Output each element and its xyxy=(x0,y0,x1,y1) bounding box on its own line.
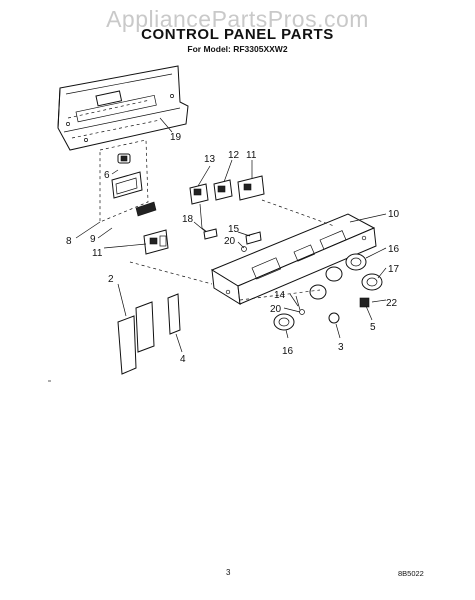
small-components xyxy=(203,228,262,252)
callout-4: 4 xyxy=(180,354,186,365)
callout-11-left: 11 xyxy=(92,248,103,259)
callout-22: 22 xyxy=(386,298,398,309)
part-callouts: 19 6 8 9 11 13 12 11 10 18 15 20 16 17 2… xyxy=(66,132,400,365)
callout-11-upper: 11 xyxy=(246,150,257,161)
page-title: CONTROL PANEL PARTS xyxy=(141,26,334,43)
callout-16-lower: 16 xyxy=(282,346,294,357)
document-code: 8B5022 xyxy=(398,569,424,578)
callout-6: 6 xyxy=(104,170,110,181)
backguard-panel xyxy=(57,65,189,151)
knobs-right xyxy=(309,253,383,308)
callout-10: 10 xyxy=(388,209,400,220)
end-caps xyxy=(117,293,181,375)
callout-9: 9 xyxy=(90,234,96,245)
callout-17: 17 xyxy=(388,264,400,275)
model-subtitle: For Model: RF3305XXW2 xyxy=(187,44,288,54)
upper-switches xyxy=(189,175,265,237)
left-switch xyxy=(143,229,169,255)
callout-19: 19 xyxy=(170,132,182,143)
page-number: 3 xyxy=(226,568,231,577)
watermark: AppliancePartsPros.com xyxy=(106,6,369,32)
callout-12: 12 xyxy=(228,150,240,161)
control-panel-bar xyxy=(210,213,377,305)
leader-lines xyxy=(75,117,387,353)
callout-14: 14 xyxy=(274,290,286,301)
clock-assembly-box xyxy=(99,139,157,223)
callout-18: 18 xyxy=(182,214,194,225)
callout-3: 3 xyxy=(338,342,344,353)
callout-8: 8 xyxy=(66,236,72,247)
callout-16-right: 16 xyxy=(388,244,400,255)
callout-5: 5 xyxy=(370,322,376,333)
callout-15: 15 xyxy=(228,224,240,235)
callout-20-lower: 20 xyxy=(270,304,282,315)
callout-2: 2 xyxy=(108,274,114,285)
callout-13: 13 xyxy=(204,154,216,165)
knobs-lower xyxy=(273,295,340,331)
callout-20-upper: 20 xyxy=(224,236,236,247)
